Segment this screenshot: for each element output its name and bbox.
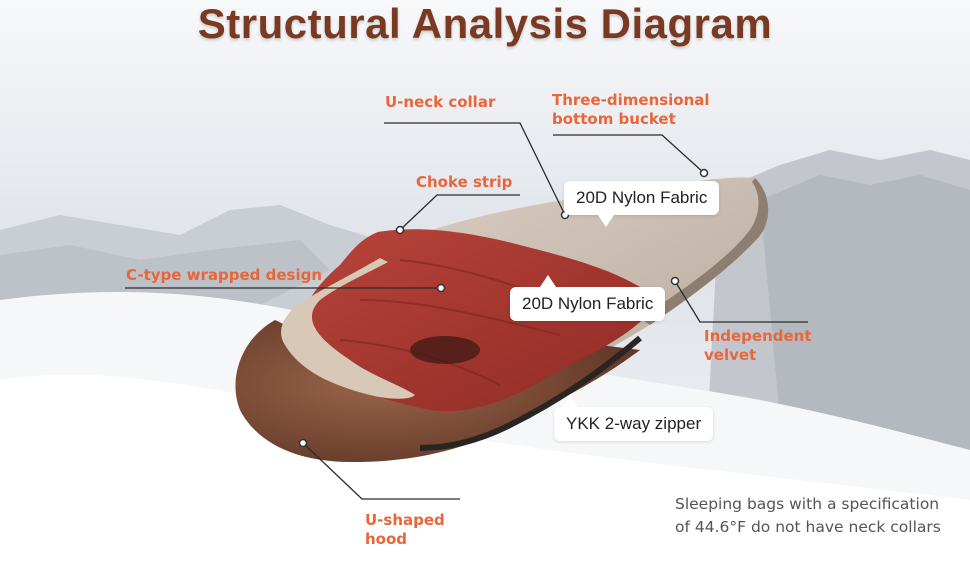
pill-zipper: YKK 2-way zipper	[554, 395, 714, 441]
leader-u-neck-collar	[384, 122, 566, 216]
label-u-shaped-hood-line1: U-shaped	[365, 511, 445, 529]
dot-choke-strip	[395, 225, 405, 235]
label-independent-velvet-line2: velvet	[704, 346, 757, 364]
bag-lining	[297, 229, 660, 412]
pill-outer-fabric-tail	[598, 215, 614, 227]
pill-zipper-text: YKK 2-way zipper	[566, 414, 702, 433]
dot-bottom-bucket	[699, 168, 709, 178]
dot-c-type	[436, 283, 446, 293]
label-bottom-bucket-line1: Three-dimensional	[552, 91, 710, 109]
dot-u-shaped-hood	[298, 438, 308, 448]
footnote-line2: of 44.6°F do not have neck collars	[675, 518, 941, 536]
pill-zipper-tail	[562, 395, 578, 407]
pill-outer-fabric: 20D Nylon Fabric	[564, 181, 720, 227]
bag-collar	[281, 258, 415, 399]
leader-dots	[298, 168, 709, 448]
label-choke-strip: Choke strip	[416, 173, 513, 191]
page-title: Structural Analysis Diagram	[197, 0, 773, 47]
label-u-shaped-hood-line2: hood	[365, 530, 408, 548]
label-u-shaped-hood: U-shaped hood	[365, 511, 445, 549]
lining-baffle-2	[359, 299, 561, 336]
leader-u-shaped-hood	[302, 442, 460, 500]
label-bottom-bucket: Three-dimensional bottom bucket	[552, 91, 710, 129]
label-bottom-bucket-line2: bottom bucket	[552, 110, 676, 128]
label-c-type: C-type wrapped design	[126, 266, 323, 284]
leader-lines	[125, 122, 808, 500]
leader-independent-velvet	[674, 280, 808, 323]
snow-drift	[0, 374, 970, 570]
label-independent-velvet-line1: Independent	[704, 327, 812, 345]
leader-choke-strip	[399, 194, 520, 231]
dot-independent-velvet	[670, 276, 680, 286]
pill-inner-fabric-text: 20D Nylon Fabric	[522, 294, 654, 313]
mountain-left-shade	[0, 240, 330, 310]
pill-inner-fabric: 20D Nylon Fabric	[510, 275, 666, 321]
leader-bottom-bucket	[553, 134, 705, 174]
footnote: Sleeping bags with a specification of 44…	[675, 493, 941, 539]
bag-opening	[410, 336, 480, 364]
label-independent-velvet: Independent velvet	[704, 327, 812, 365]
label-u-neck-collar: U-neck collar	[385, 93, 496, 111]
zipper-track	[419, 335, 642, 451]
pill-inner-fabric-tail	[540, 275, 556, 287]
pill-outer-fabric-text: 20D Nylon Fabric	[576, 188, 708, 207]
mountain-right-shade	[760, 175, 970, 470]
footnote-line1: Sleeping bags with a specification	[675, 495, 940, 513]
